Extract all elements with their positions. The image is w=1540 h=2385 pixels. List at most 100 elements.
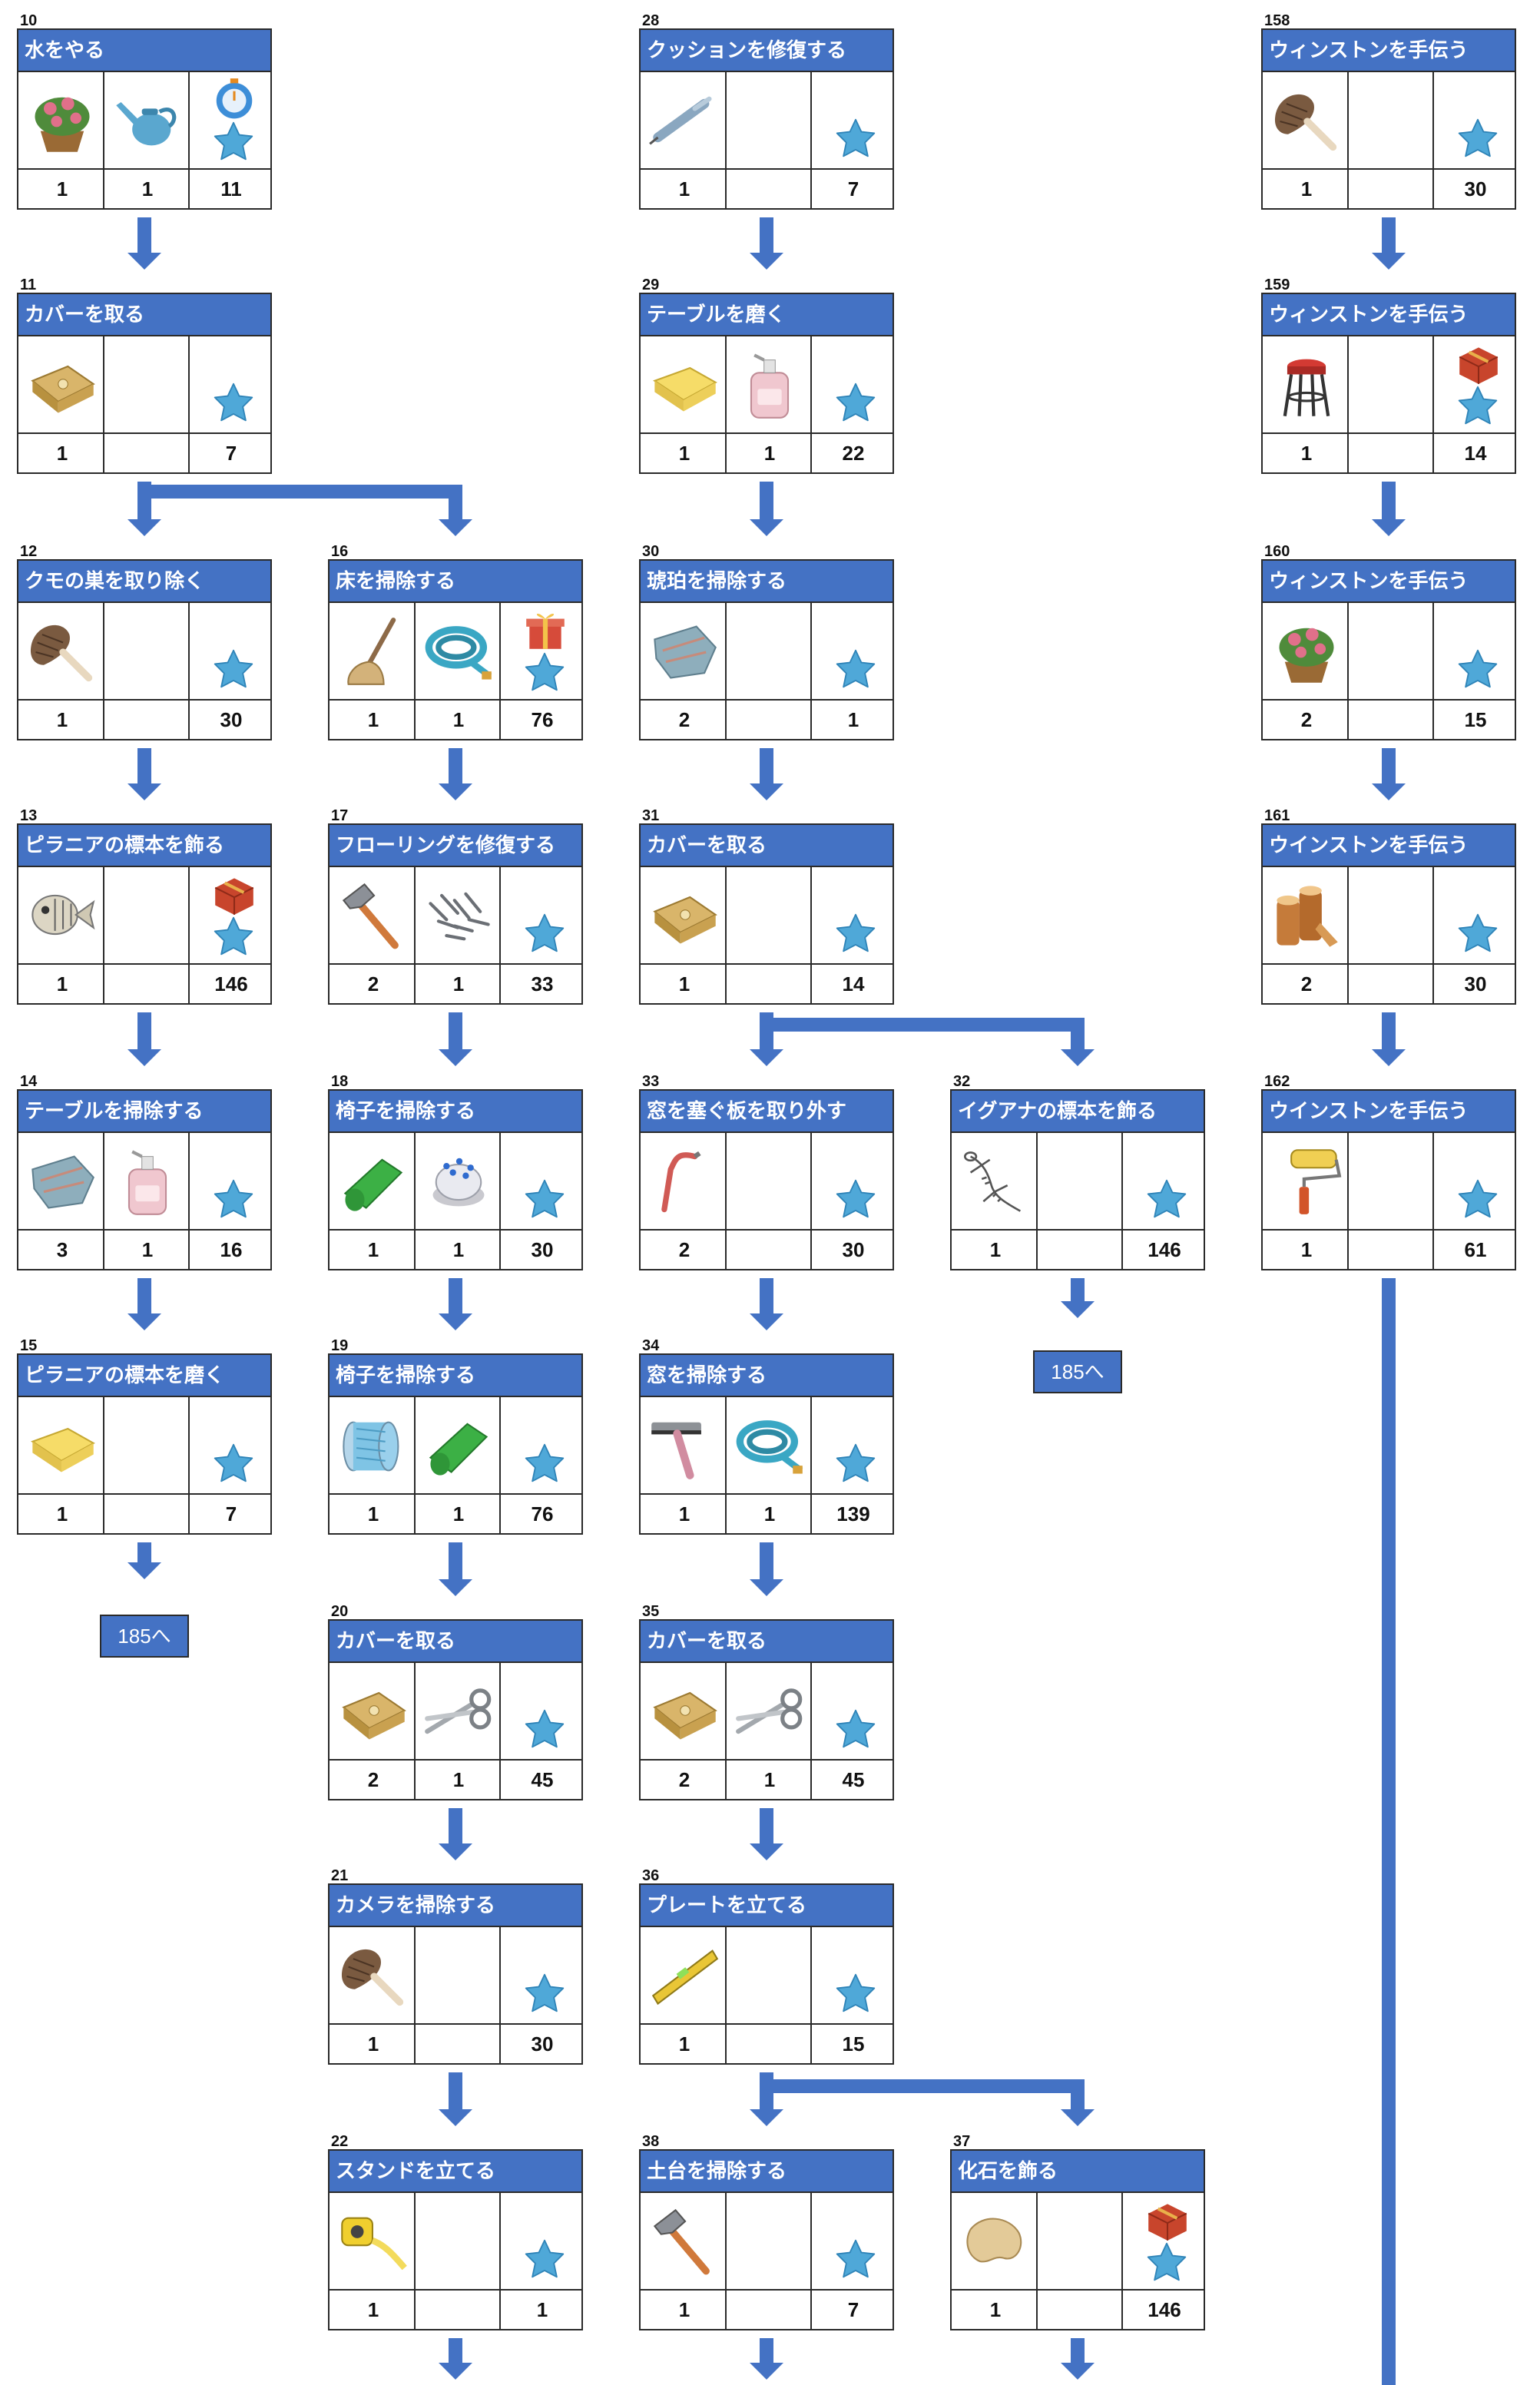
flow-arrow-head bbox=[750, 1049, 783, 1066]
grid-divider bbox=[641, 1493, 893, 1495]
task-title: テーブルを磨く bbox=[639, 293, 894, 335]
flow-branch-line bbox=[760, 2079, 1085, 2093]
star-icon bbox=[523, 651, 566, 694]
grid-divider bbox=[1347, 336, 1349, 472]
star-icon bbox=[834, 1708, 877, 1751]
task-title: カバーを取る bbox=[17, 293, 272, 335]
task-number: 17 bbox=[331, 807, 349, 824]
star-icon bbox=[834, 648, 877, 691]
crowbar-icon bbox=[648, 1145, 720, 1217]
task-number: 28 bbox=[642, 12, 660, 29]
item-count bbox=[1351, 170, 1432, 208]
stool-icon bbox=[1270, 349, 1343, 421]
item-count bbox=[107, 701, 188, 739]
star-icon bbox=[212, 1442, 255, 1485]
item-count: 1 bbox=[367, 1502, 379, 1525]
soap-bottle-icon bbox=[111, 1145, 184, 1217]
flow-arrow-head bbox=[1061, 1301, 1095, 1318]
grid-divider bbox=[810, 1663, 812, 1799]
paint-roller-icon bbox=[1270, 1145, 1343, 1217]
task-number: 20 bbox=[331, 1603, 349, 1620]
hose-icon bbox=[734, 1409, 806, 1482]
grid-divider bbox=[641, 2289, 893, 2291]
flow-branch-line bbox=[760, 1018, 1085, 1032]
flow-arrow-head bbox=[128, 253, 161, 270]
star-icon bbox=[834, 117, 877, 160]
task-title: 窓を掃除する bbox=[639, 1353, 894, 1396]
grid-divider bbox=[1036, 1133, 1038, 1269]
task-title: ピラニアの標本を磨く bbox=[17, 1353, 272, 1396]
grid-divider bbox=[414, 1927, 416, 2063]
flow-arrow bbox=[137, 1542, 151, 1564]
hammer-icon bbox=[337, 879, 409, 952]
green-cloth-icon bbox=[337, 1145, 409, 1217]
grid-divider bbox=[18, 432, 270, 434]
grid-divider bbox=[1432, 1133, 1434, 1269]
star-icon bbox=[834, 381, 877, 424]
lizard-skeleton-icon bbox=[959, 1145, 1032, 1217]
flow-arrow-head bbox=[750, 253, 783, 270]
task-title: 土台を掃除する bbox=[639, 2149, 894, 2191]
item-count: 1 bbox=[56, 177, 68, 200]
rag-icon bbox=[648, 615, 720, 687]
cloth-sack-icon bbox=[337, 1675, 409, 1747]
item-count: 11 bbox=[220, 177, 242, 200]
task-number: 35 bbox=[642, 1603, 660, 1620]
grid-divider bbox=[725, 1133, 727, 1269]
item-count bbox=[729, 2291, 810, 2329]
star-icon bbox=[834, 912, 877, 955]
grid-divider bbox=[1432, 72, 1434, 208]
flow-arrow-head bbox=[439, 519, 472, 536]
item-count: 30 bbox=[531, 1238, 554, 1261]
flow-arrow bbox=[1071, 1278, 1085, 1303]
star-icon bbox=[523, 1442, 566, 1485]
star-icon bbox=[523, 2238, 566, 2281]
item-count bbox=[729, 701, 810, 739]
grid-divider bbox=[641, 1759, 893, 1761]
star-icon bbox=[1456, 384, 1499, 427]
task-number: 30 bbox=[642, 543, 660, 560]
task-number: 29 bbox=[642, 277, 660, 293]
item-count: 30 bbox=[1464, 177, 1487, 200]
item-count: 2 bbox=[678, 1768, 691, 1791]
item-count: 1 bbox=[763, 442, 776, 465]
item-count: 1 bbox=[56, 972, 68, 995]
item-count: 2 bbox=[367, 1768, 379, 1791]
star-icon bbox=[1456, 117, 1499, 160]
grid-divider bbox=[103, 1397, 104, 1533]
item-count: 61 bbox=[1464, 1238, 1487, 1261]
task-title: 床を掃除する bbox=[328, 559, 583, 601]
flow-arrow-head bbox=[1372, 253, 1406, 270]
item-count: 1 bbox=[763, 1768, 776, 1791]
item-count: 1 bbox=[452, 708, 465, 731]
grid-divider bbox=[414, 1397, 416, 1533]
grid-divider bbox=[1263, 699, 1515, 701]
feather-duster-icon bbox=[26, 615, 98, 687]
item-count: 7 bbox=[225, 442, 237, 465]
flow-arrow-head bbox=[1372, 519, 1406, 536]
grid-divider bbox=[1347, 72, 1349, 208]
grid-divider bbox=[499, 867, 501, 1003]
grid-divider bbox=[330, 2023, 581, 2025]
item-count bbox=[729, 170, 810, 208]
flow-arrow bbox=[449, 1012, 462, 1051]
task-title: カメラを掃除する bbox=[328, 1883, 583, 1926]
goto-label: 185へ bbox=[1033, 1350, 1122, 1393]
